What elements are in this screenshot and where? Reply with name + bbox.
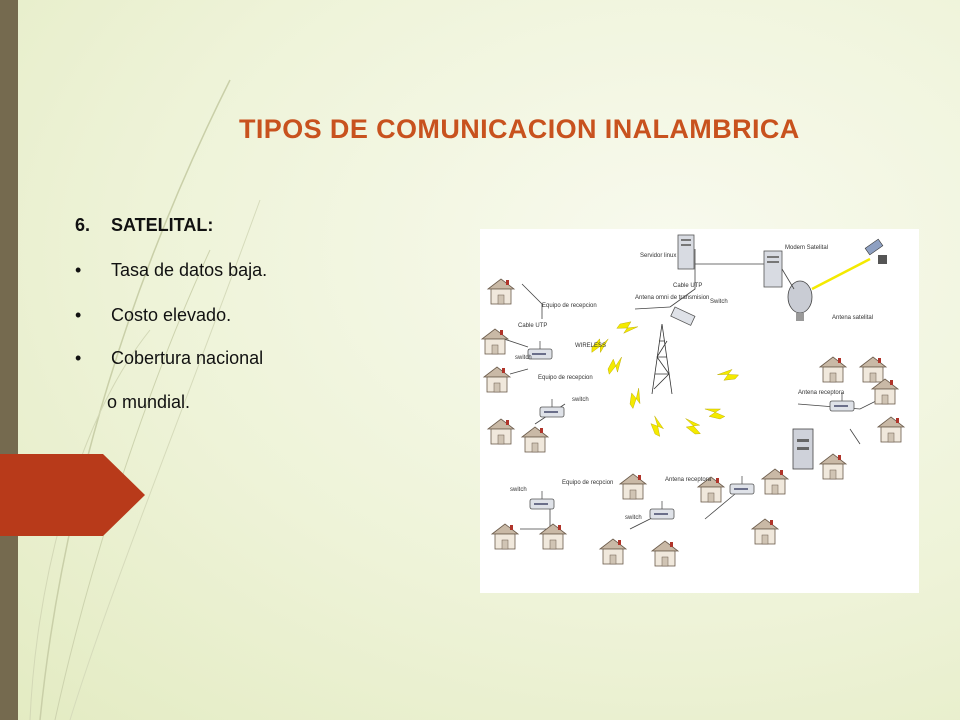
diagram-label: Equipo de recepcion: [542, 303, 597, 309]
diagram-label: Antena satelital: [832, 315, 873, 321]
switch-icon: [670, 306, 696, 326]
diagram-label: Antena receptora: [798, 390, 845, 396]
slide-title: TIPOS DE COMUNICACION INALAMBRICA: [239, 114, 800, 144]
diagram-label: Modem Satelital: [785, 245, 828, 251]
diagram-label: Antena receptora: [665, 477, 712, 483]
diagram-label: WIRELESS: [575, 343, 606, 349]
section-number: 6.: [75, 215, 91, 235]
bullet-continuation: o mundial.: [107, 392, 191, 412]
diagram-label: Antena omni de transmision: [635, 295, 709, 301]
bullet-symbol: •: [75, 305, 82, 325]
receptor-antenna-icon: [792, 428, 814, 470]
diagram-label: switch: [510, 487, 527, 493]
bullet-text: Cobertura nacional: [111, 348, 264, 368]
bullet-symbol: •: [75, 260, 82, 280]
diagram-label: Cable UTP: [518, 323, 547, 329]
left-decor-bar: [0, 0, 18, 720]
diagram-label: switch: [625, 515, 642, 521]
server-icon: [677, 234, 695, 270]
satellite-icon: [864, 238, 887, 264]
receiver-icon: [729, 475, 755, 495]
diagram-label: Cable UTP: [673, 283, 702, 289]
receiver-icon: [529, 490, 555, 510]
bullet-text: Costo elevado.: [111, 305, 232, 325]
diagram-label: Switch: [710, 299, 728, 305]
modem-icon: [763, 250, 783, 288]
section-title: SATELITAL:: [111, 215, 214, 235]
diagram-label: switch: [572, 397, 589, 403]
red-arrow-shape: [0, 454, 145, 536]
bullet-text: Tasa de datos baja.: [111, 260, 268, 280]
diagram-label: switch: [515, 355, 532, 361]
diagram-label: Equipo de recepcion: [538, 375, 593, 381]
receiver-icon: [649, 500, 675, 520]
diagram-label: Servidor linux: [640, 253, 676, 259]
network-diagram: Servidor linux Modem Satelital Cable UTP…: [480, 229, 919, 593]
receiver-icon: [539, 398, 565, 418]
diagram-label: Equipo de recpcion: [562, 480, 613, 486]
satellite-dish-icon: [787, 280, 813, 321]
antenna-tower-icon: [651, 323, 673, 395]
bullet-symbol: •: [75, 348, 82, 368]
